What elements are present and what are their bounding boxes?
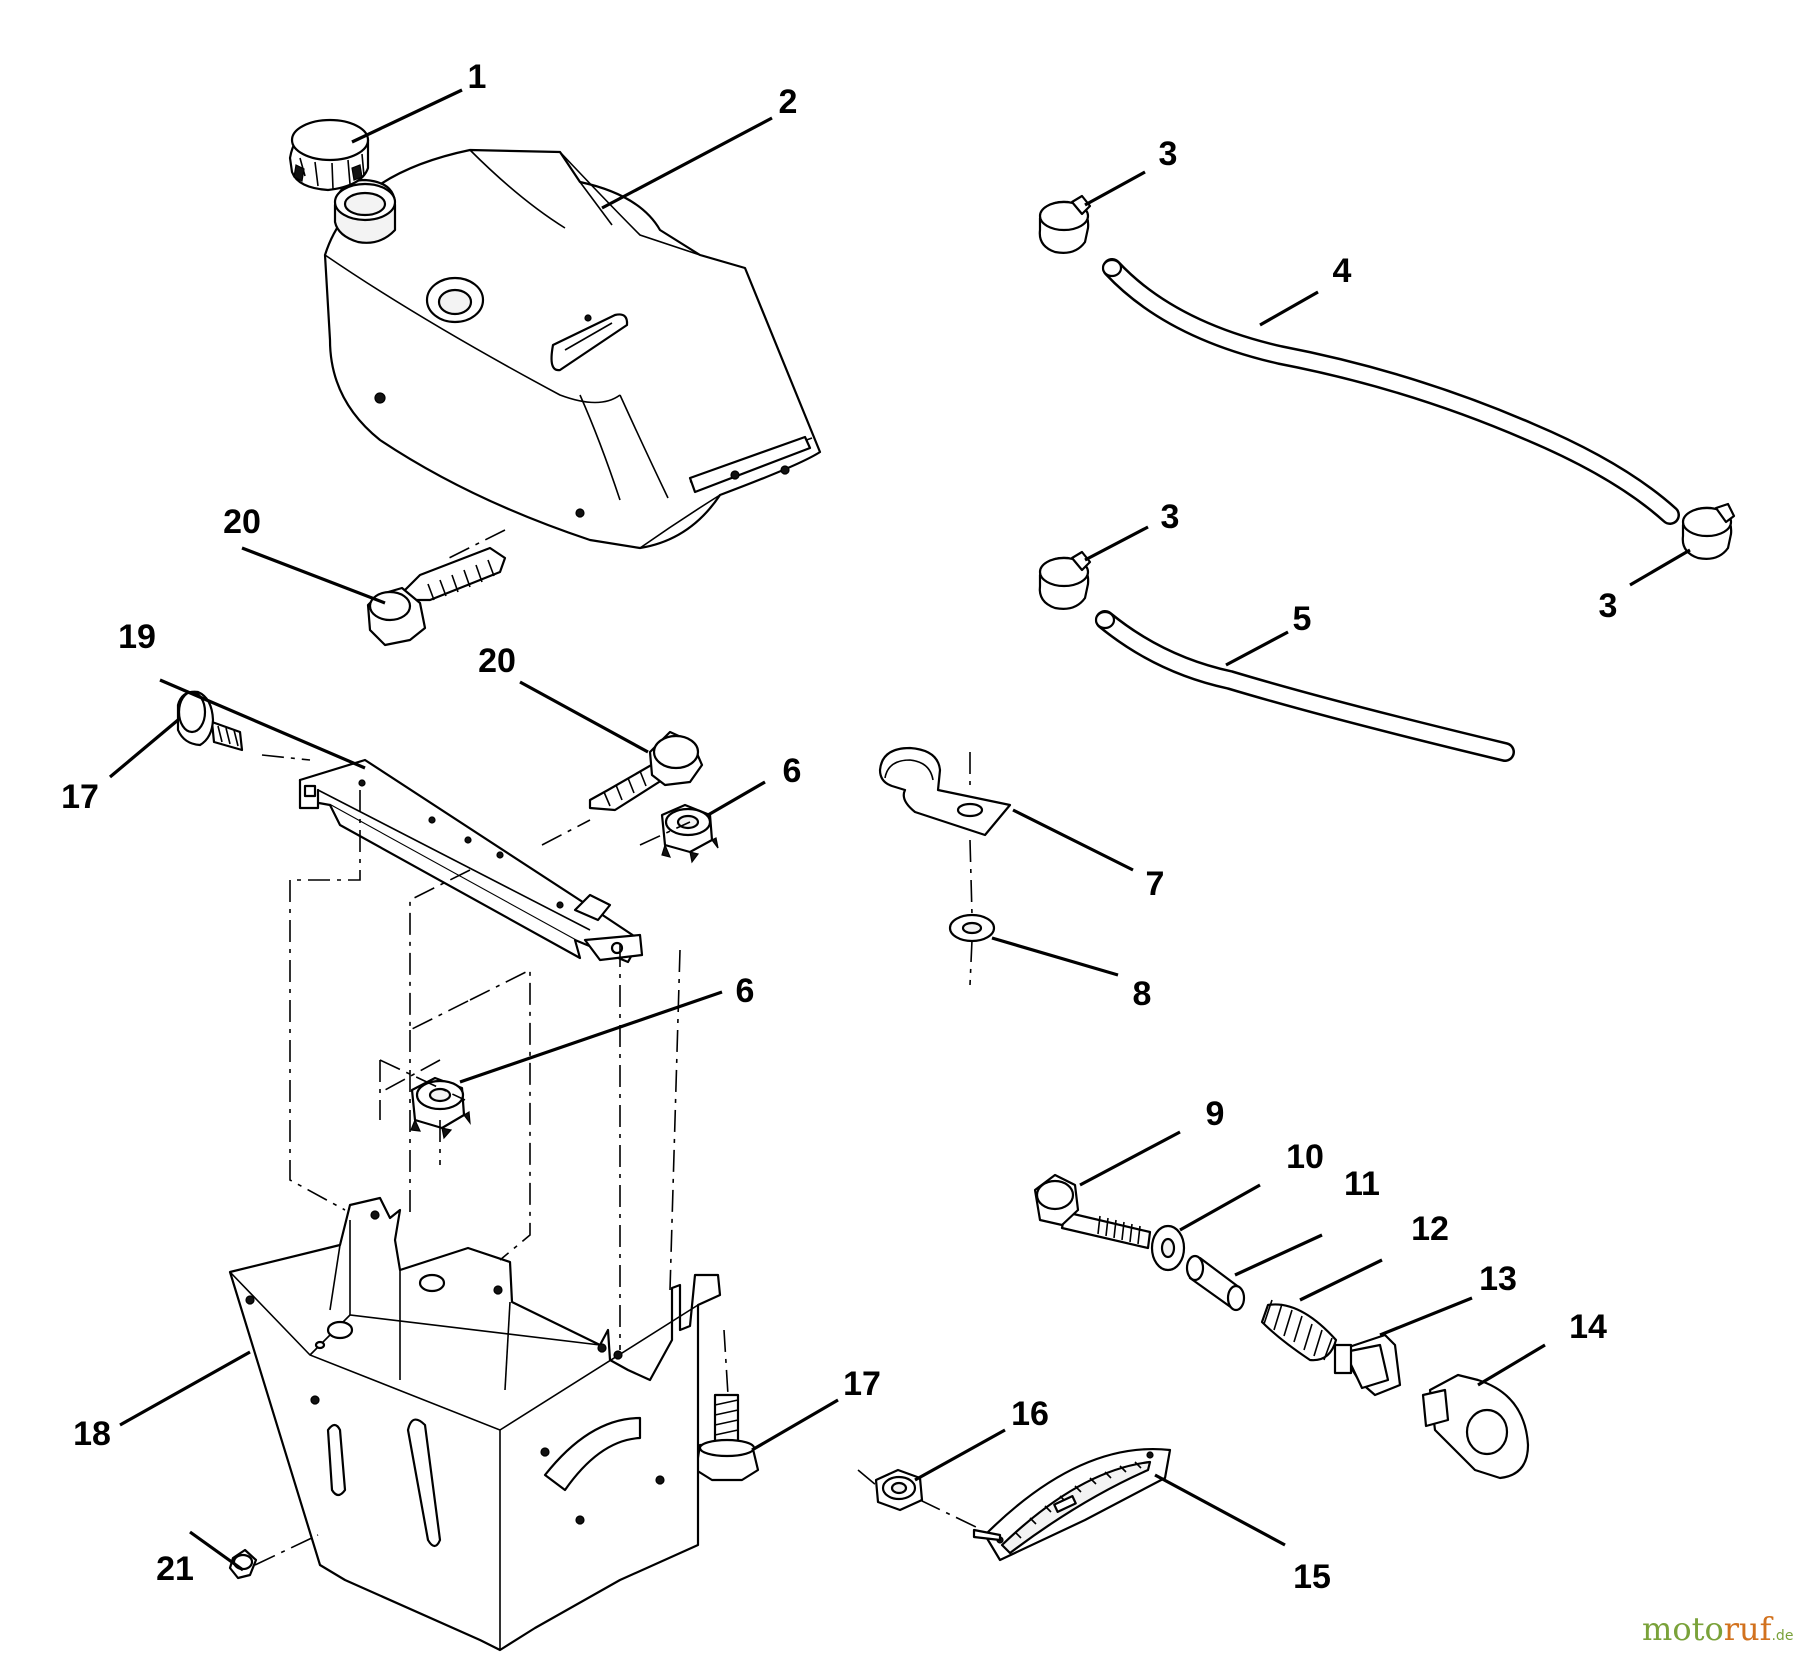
callout-5: 5 — [1293, 600, 1312, 638]
callout-3-middle: 3 — [1161, 498, 1180, 536]
fuel-cap — [288, 118, 370, 192]
callout-21: 21 — [156, 1550, 194, 1588]
adjust-spring — [1260, 1299, 1338, 1362]
callout-15: 15 — [1293, 1558, 1331, 1596]
callout-4: 4 — [1333, 252, 1352, 290]
callout-3-right: 3 — [1599, 587, 1618, 625]
motoruf-watermark: motoruf.de — [1642, 1610, 1793, 1648]
bracket-bolt-upper — [176, 690, 244, 752]
adjust-knob — [1421, 1373, 1530, 1480]
callout-13: 13 — [1479, 1260, 1517, 1298]
tank-screw — [366, 546, 507, 647]
callout-17-lower: 17 — [843, 1365, 881, 1403]
hose-clamp-middle — [1038, 550, 1092, 610]
adjust-bolt — [1033, 1173, 1152, 1250]
fuel-tank — [323, 148, 822, 550]
callout-20-middle: 20 — [478, 642, 516, 680]
flange-nut — [874, 1468, 924, 1512]
callout-6-upper: 6 — [783, 752, 802, 790]
watermark-suffix: .de — [1771, 1628, 1793, 1644]
flat-washer — [948, 913, 996, 943]
callout-3-upper: 3 — [1159, 135, 1178, 173]
hose-clamp-right — [1681, 502, 1736, 560]
callout-12: 12 — [1411, 1210, 1449, 1248]
hose-clip — [878, 746, 1012, 837]
callout-17-upper: 17 — [61, 778, 99, 816]
callout-7: 7 — [1146, 865, 1165, 903]
callout-18: 18 — [73, 1415, 111, 1453]
hose-clamp-upper — [1038, 194, 1092, 254]
bracket-screw — [588, 730, 704, 812]
callout-19: 19 — [118, 618, 156, 656]
adjust-spacer — [1185, 1254, 1246, 1312]
svg-text:motoruf.de: motoruf.de — [1642, 1610, 1793, 1648]
callout-20-upper: 20 — [223, 503, 261, 541]
tank-support — [228, 1196, 722, 1652]
callout-2: 2 — [779, 83, 798, 121]
watermark-part2: ruf — [1724, 1610, 1774, 1648]
fuel-hose-long — [1101, 258, 1680, 525]
callout-1: 1 — [468, 58, 487, 96]
keps-nut-lower — [410, 1076, 471, 1140]
adjust-washer — [1150, 1224, 1186, 1272]
callout-16: 16 — [1011, 1395, 1049, 1433]
callout-9: 9 — [1206, 1095, 1225, 1133]
fuel-hose-short — [1094, 610, 1515, 762]
callout-8: 8 — [1133, 975, 1152, 1013]
callout-11: 11 — [1344, 1165, 1380, 1203]
callout-14: 14 — [1569, 1308, 1607, 1346]
callout-10: 10 — [1286, 1138, 1324, 1176]
callout-6-lower: 6 — [736, 972, 755, 1010]
callout-labels: 1 2 3 4 3 5 3 20 20 19 17 6 7 8 6 9 10 1… — [61, 58, 1617, 1596]
adjust-knob-insert — [1333, 1333, 1402, 1397]
height-scale-decal — [972, 1448, 1172, 1562]
tank-bracket — [298, 758, 644, 964]
watermark-part1: moto — [1642, 1610, 1724, 1648]
bracket-bolt-lower — [694, 1393, 760, 1482]
leader-lines — [108, 88, 1691, 1572]
